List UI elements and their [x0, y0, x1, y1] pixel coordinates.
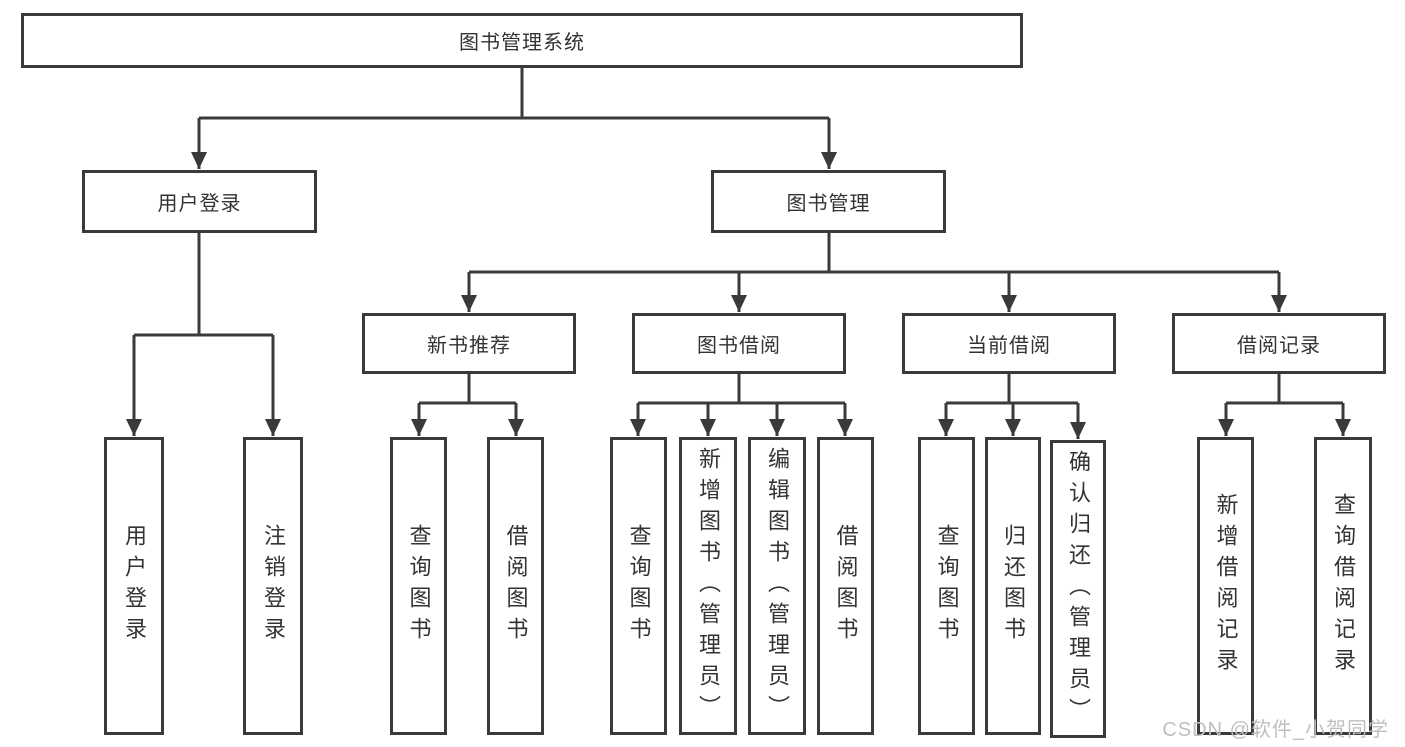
leaf-borrow-add-book-label: 新增图书（管理员） — [696, 446, 721, 726]
node-book-management: 图书管理 — [711, 170, 946, 233]
node-root-label: 图书管理系统 — [459, 32, 585, 54]
leaf-borrow-query-book: 查询图书 — [610, 437, 667, 735]
node-borrow-record-label: 借阅记录 — [1237, 335, 1321, 357]
leaf-user-login-label: 用户登录 — [122, 524, 147, 648]
leaf-current-return-book-label: 归还图书 — [1001, 524, 1026, 648]
leaf-current-return-book: 归还图书 — [985, 437, 1041, 735]
node-book-borrow-label: 图书借阅 — [697, 335, 781, 357]
node-current-borrow: 当前借阅 — [902, 313, 1116, 374]
leaf-borrow-add-book: 新增图书（管理员） — [679, 437, 737, 735]
node-book-borrow: 图书借阅 — [632, 313, 846, 374]
leaf-logout: 注销登录 — [243, 437, 303, 735]
leaf-current-query-book: 查询图书 — [918, 437, 975, 735]
node-current-borrow-label: 当前借阅 — [967, 335, 1051, 357]
leaf-record-add-record-label: 新增借阅记录 — [1213, 493, 1239, 679]
node-user-login: 用户登录 — [82, 170, 317, 233]
node-borrow-record: 借阅记录 — [1172, 313, 1386, 374]
watermark: CSDN @软件_小贺同学 — [1162, 719, 1389, 741]
leaf-borrow-edit-book: 编辑图书（管理员） — [748, 437, 806, 735]
leaf-record-query-record-label: 查询借阅记录 — [1331, 493, 1356, 679]
leaf-record-add-record: 新增借阅记录 — [1197, 437, 1254, 735]
leaf-current-confirm-return-label: 确认归还（管理员） — [1066, 449, 1091, 729]
leaf-borrow-query-book-label: 查询图书 — [626, 524, 652, 648]
leaf-logout-label: 注销登录 — [261, 524, 286, 648]
leaf-recommend-borrow-book: 借阅图书 — [487, 437, 544, 735]
node-user-login-label: 用户登录 — [157, 193, 242, 215]
leaf-recommend-query-book-label: 查询图书 — [406, 524, 432, 648]
leaf-recommend-borrow-book-label: 借阅图书 — [503, 524, 529, 648]
node-new-book-recommend-label: 新书推荐 — [427, 335, 511, 357]
leaf-borrow-borrow-book: 借阅图书 — [817, 437, 874, 735]
leaf-recommend-query-book: 查询图书 — [390, 437, 447, 735]
leaf-borrow-borrow-book-label: 借阅图书 — [833, 524, 859, 648]
leaf-user-login: 用户登录 — [104, 437, 164, 735]
leaf-borrow-edit-book-label: 编辑图书（管理员） — [765, 446, 790, 726]
leaf-current-query-book-label: 查询图书 — [934, 524, 960, 648]
leaf-record-query-record: 查询借阅记录 — [1314, 437, 1372, 735]
node-new-book-recommend: 新书推荐 — [362, 313, 576, 374]
node-root: 图书管理系统 — [21, 13, 1023, 68]
node-book-management-label: 图书管理 — [786, 193, 871, 215]
leaf-current-confirm-return: 确认归还（管理员） — [1050, 440, 1106, 738]
